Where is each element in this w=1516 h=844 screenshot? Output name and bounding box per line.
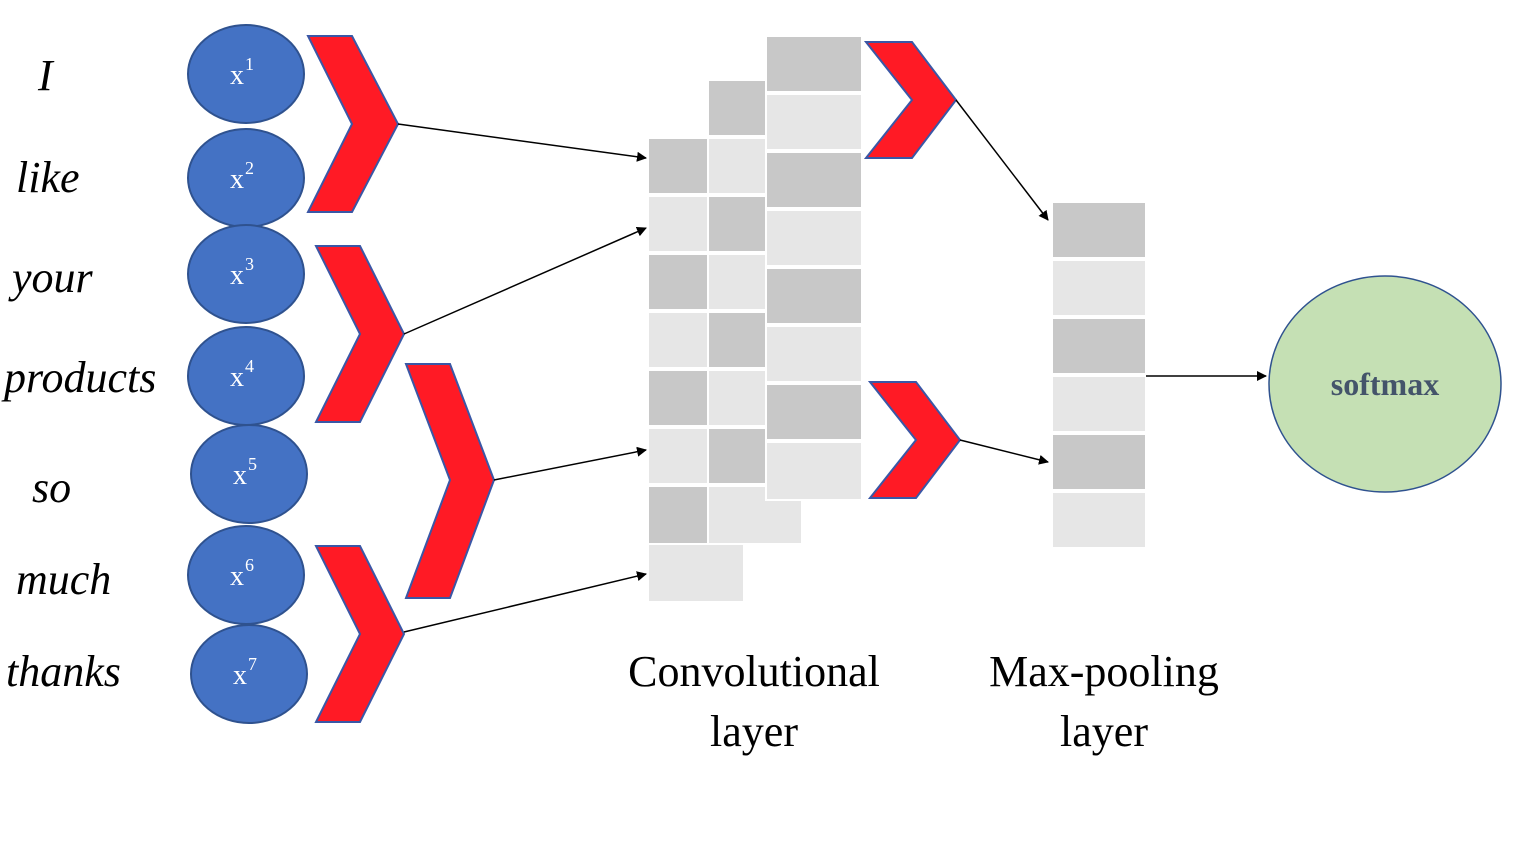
token-label: x <box>230 362 244 393</box>
token-superscript: 1 <box>245 54 254 74</box>
conv-cell <box>765 35 863 93</box>
token-ellipse <box>187 224 305 324</box>
conv-cell <box>647 369 709 427</box>
arrow-filter2-to-conv <box>403 227 647 335</box>
conv-cell <box>707 369 767 427</box>
token-superscript: 4 <box>245 356 254 376</box>
max-pooling-vector <box>1051 201 1147 549</box>
conv-caption-line1: Convolutional <box>628 647 880 696</box>
pool-caption-line1: Max-pooling <box>989 647 1219 696</box>
token-ellipse <box>187 24 305 124</box>
word-7: thanks <box>6 647 121 696</box>
arrow-filter4-to-conv <box>403 571 647 633</box>
pool-cell <box>1051 259 1147 317</box>
pool-cell <box>1051 433 1147 491</box>
conv-cell <box>647 543 745 603</box>
token-label: x <box>230 164 244 195</box>
conv-cell <box>765 383 863 441</box>
conv-cell <box>647 427 709 485</box>
token-ellipse <box>187 128 305 228</box>
arrow-pool-filter2 <box>959 439 1049 465</box>
word-3: your <box>8 253 94 302</box>
conv-cell <box>647 485 709 545</box>
conv-cell <box>647 195 709 253</box>
conv-cell <box>707 311 767 369</box>
token-label: x <box>233 660 247 691</box>
conv-cell <box>765 209 863 267</box>
conv-cell <box>707 427 767 485</box>
word-6: much <box>16 555 111 604</box>
word-1: I <box>37 51 55 100</box>
conv-cell <box>765 441 863 501</box>
conv-cell <box>765 267 863 325</box>
filter-chevron-6 <box>867 381 962 499</box>
connection-arrows <box>397 99 1267 633</box>
word-5: so <box>32 463 71 512</box>
pool-cell <box>1051 317 1147 375</box>
convolutional-feature-maps <box>647 35 863 603</box>
pool-cell <box>1051 201 1147 259</box>
conv-cell <box>707 137 767 195</box>
token-ellipse <box>187 525 305 625</box>
pool-caption-line2: layer <box>1060 707 1148 756</box>
token-ellipse <box>187 326 305 426</box>
word-4: products <box>1 353 156 402</box>
arrow-pool-filter1 <box>955 99 1049 221</box>
softmax-label: softmax <box>1331 366 1439 402</box>
filter-chevrons <box>306 35 962 723</box>
token-label: x <box>230 561 244 592</box>
conv-cell <box>647 311 709 369</box>
filter-chevron-3 <box>404 363 496 599</box>
softmax-circle <box>1268 275 1502 493</box>
token-superscript: 7 <box>248 654 257 674</box>
token-label: x <box>230 60 244 91</box>
arrow-filter3-to-conv <box>493 446 647 481</box>
pool-cell <box>1051 491 1147 549</box>
token-superscript: 6 <box>245 555 254 575</box>
layer-captions: Convolutional layer Max-pooling layer <box>628 647 1219 756</box>
word-2: like <box>16 153 80 202</box>
filter-chevron-1 <box>306 35 400 213</box>
filter-chevron-5 <box>863 41 958 159</box>
conv-cell <box>765 93 863 151</box>
conv-cell <box>765 151 863 209</box>
softmax-node: softmax <box>1268 275 1502 493</box>
conv-cell <box>707 79 767 137</box>
token-superscript: 3 <box>245 254 254 274</box>
conv-cell <box>707 195 767 253</box>
conv-cell <box>707 253 767 311</box>
conv-caption-line2: layer <box>710 707 798 756</box>
input-words: I like your products so much thanks <box>1 51 156 696</box>
token-label: x <box>230 260 244 291</box>
pool-cell <box>1051 375 1147 433</box>
conv-cell <box>647 137 709 195</box>
conv-cell <box>647 253 709 311</box>
arrow-filter1-to-conv <box>397 123 647 162</box>
filter-chevron-4 <box>314 545 406 723</box>
token-label: x <box>233 460 247 491</box>
token-ellipse <box>190 424 308 524</box>
conv-cell <box>765 325 863 383</box>
token-superscript: 5 <box>248 454 257 474</box>
token-ellipse <box>190 624 308 724</box>
token-superscript: 2 <box>245 158 254 178</box>
filter-chevron-2 <box>314 245 406 423</box>
